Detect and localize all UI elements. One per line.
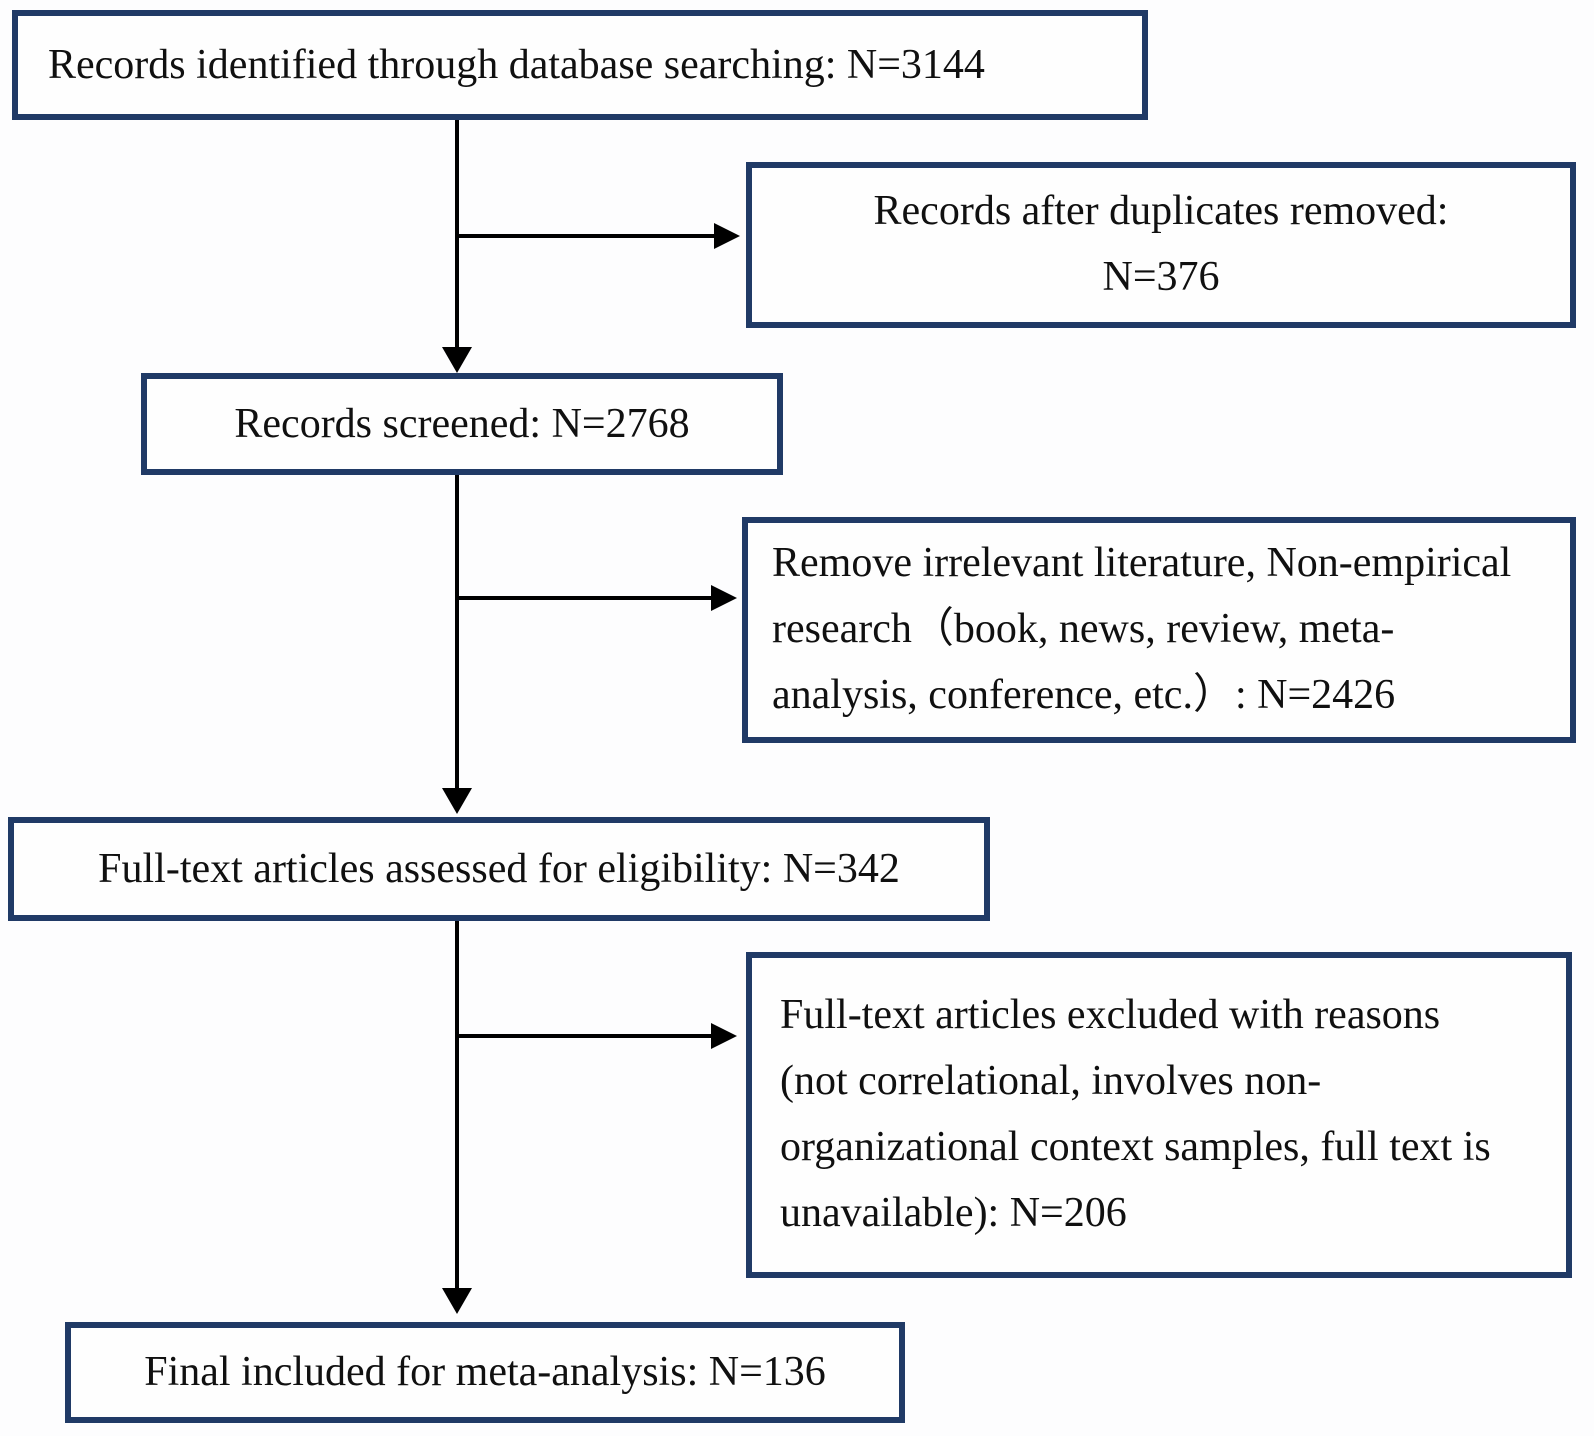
node-duplicates-removed: Records after duplicates removed: N=376: [746, 162, 1576, 328]
node-fulltext-excluded-label: Full-text articles excluded with reasons…: [780, 992, 1491, 1236]
down-arrowhead-icon-2: [442, 788, 472, 814]
arrow-line-screened-to-irrelevant: [457, 596, 713, 600]
node-fulltext-assessed-label: Full-text articles assessed for eligibil…: [98, 845, 900, 892]
arrow-line-assessed-to-excluded: [457, 1034, 713, 1038]
node-final-included-label: Final included for meta-analysis: N=136: [144, 1349, 826, 1396]
node-records-identified: Records identified through database sear…: [12, 10, 1148, 120]
down-arrowhead-icon-3: [442, 1288, 472, 1314]
node-records-identified-label: Records identified through database sear…: [48, 41, 985, 88]
node-records-screened-label: Records screened: N=2768: [234, 400, 690, 447]
arrow-line-screened-to-assessed: [455, 475, 459, 790]
node-irrelevant-removed-label: Remove irrelevant literature, Non-empiri…: [772, 540, 1512, 718]
node-final-included: Final included for meta-analysis: N=136: [65, 1322, 905, 1423]
down-arrowhead-icon-1: [442, 347, 472, 373]
arrow-line-identified-to-duplicates: [457, 234, 716, 238]
right-arrowhead-icon-3: [711, 1023, 737, 1049]
node-irrelevant-removed: Remove irrelevant literature, Non-empiri…: [742, 517, 1576, 743]
arrow-line-assessed-to-final: [455, 921, 459, 1290]
right-arrowhead-icon-2: [711, 585, 737, 611]
right-arrowhead-icon-1: [714, 223, 740, 249]
node-fulltext-assessed: Full-text articles assessed for eligibil…: [8, 817, 990, 921]
node-records-screened: Records screened: N=2768: [141, 373, 783, 475]
node-duplicates-removed-label: Records after duplicates removed: N=376: [873, 188, 1449, 300]
node-fulltext-excluded: Full-text articles excluded with reasons…: [746, 952, 1572, 1278]
